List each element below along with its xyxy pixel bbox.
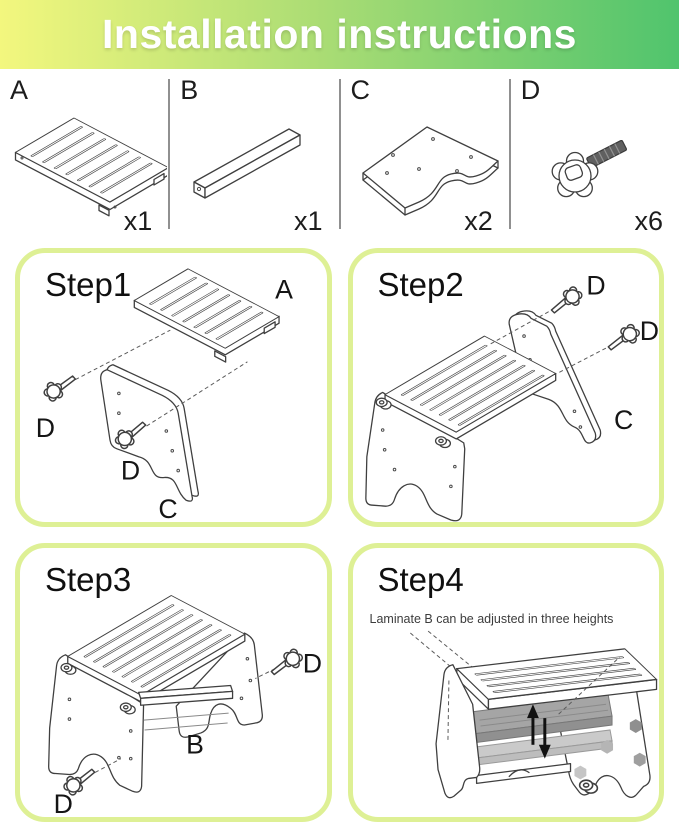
side-panel-left	[434, 664, 480, 799]
callout-d1: D	[586, 271, 605, 301]
slatted-top-board-icon	[14, 117, 167, 217]
step1-diagram: A D D C	[36, 268, 293, 522]
callout-c: C	[158, 494, 177, 522]
part-a-qty: x1	[123, 206, 153, 236]
part-a-cell: A x1	[0, 69, 168, 239]
part-c-qty: x2	[464, 206, 493, 236]
side-panel-c-right	[175, 632, 263, 738]
callout-d2: D	[54, 789, 73, 817]
header-banner: Installation instructions	[0, 0, 679, 69]
part-b-qty: x1	[293, 206, 323, 236]
board-a	[383, 335, 556, 440]
divider	[508, 79, 511, 229]
step4-note: Laminate B can be adjusted in three heig…	[369, 612, 614, 626]
rail-b-positions	[468, 693, 613, 767]
step1-title: Step1	[45, 266, 132, 303]
page-title: Installation instructions	[102, 11, 577, 57]
callout-d2: D	[639, 316, 658, 346]
step4-diagram	[409, 630, 657, 799]
side-panel-c	[100, 364, 199, 502]
rail-b	[138, 684, 234, 731]
step2-diagram: D D C	[364, 271, 659, 522]
knob-dots	[573, 719, 646, 780]
step3-title: Step3	[45, 561, 132, 598]
divider	[168, 79, 171, 229]
callout-d2: D	[121, 455, 140, 485]
callout-d1: D	[36, 413, 55, 443]
part-a-label: A	[10, 75, 29, 105]
callout-d1: D	[303, 649, 322, 679]
step3-panel: Step3	[15, 543, 332, 822]
steps-grid: Step1 A D	[15, 248, 664, 822]
side-panel-c-left	[48, 654, 145, 793]
step1-panel: Step1 A D	[15, 248, 332, 527]
bottom-rail	[475, 762, 571, 785]
part-c-label: C	[350, 75, 371, 105]
support-rail-icon	[193, 128, 302, 199]
part-b-cell: B x1	[170, 69, 338, 239]
curved-side-panel-icon	[361, 126, 499, 216]
step3-diagram: D B D	[48, 595, 322, 817]
callout-b: B	[186, 730, 204, 760]
step2-panel: Step2	[347, 248, 664, 527]
board-a	[455, 648, 657, 710]
parts-list: A x1 B x1 C	[0, 69, 679, 239]
adjust-arrows	[526, 704, 551, 759]
board-a	[133, 268, 280, 363]
part-d-cell: D x6	[511, 69, 679, 239]
step4-panel: Step4 Laminate B can be adjusted in thre…	[347, 543, 664, 822]
callout-c: C	[614, 405, 633, 435]
part-d-qty: x6	[634, 206, 663, 236]
part-b-label: B	[180, 75, 199, 105]
step4-title: Step4	[377, 561, 464, 598]
divider	[338, 79, 341, 229]
step2-title: Step2	[377, 266, 464, 303]
part-c-cell: C x2	[341, 69, 509, 239]
side-panel-c-left	[364, 391, 465, 522]
part-d-label: D	[520, 75, 541, 105]
callout-a: A	[275, 274, 293, 304]
knob-screw-icon	[551, 139, 627, 198]
